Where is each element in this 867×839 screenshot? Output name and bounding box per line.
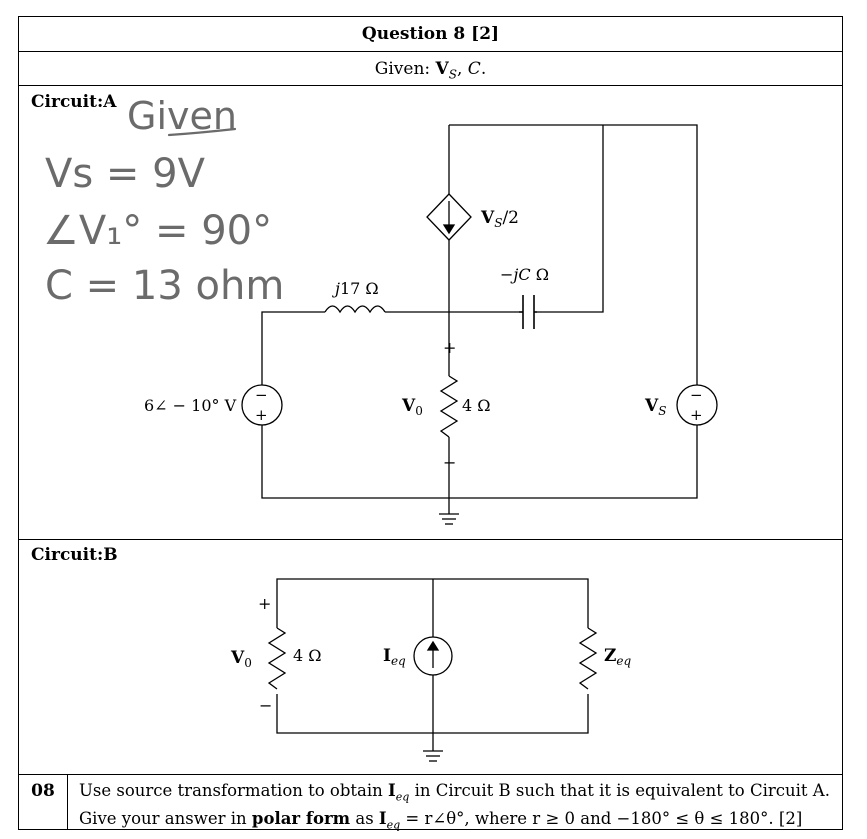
given-text: Given: VS, C. <box>374 59 487 82</box>
handwritten-vs: Vs = 9V <box>45 151 206 197</box>
vo-b-plus: + <box>258 594 271 613</box>
handwritten-angle: ∠V₁° = 90° <box>43 208 272 254</box>
circuit-b-diagram: 4 Ω + − V0 Ieq Zeq <box>230 578 632 762</box>
capacitor <box>519 295 537 329</box>
resistor-b-label: 4 Ω <box>293 646 322 665</box>
circuit-a-label: Circuit:A <box>31 92 117 112</box>
current-source <box>413 636 453 676</box>
vo-minus: − <box>443 453 456 472</box>
question-table: Question 8 [2] Given: VS, C. Circuit:A G… <box>18 16 843 832</box>
vo-plus: + <box>443 338 456 357</box>
inductor <box>324 305 386 314</box>
svg-text:−: − <box>255 386 268 404</box>
given-row: Given: VS, C. <box>19 52 842 86</box>
left-voltage-source <box>241 384 283 426</box>
zeq-label: Zeq <box>604 646 632 668</box>
vo-label: V0 <box>401 396 423 418</box>
divider <box>19 85 842 86</box>
left-source-label: 6∠ − 10° V <box>144 396 237 415</box>
right-source-label: VS <box>644 396 666 418</box>
svg-text:−: − <box>690 386 703 404</box>
capacitor-label: −jC Ω <box>500 265 549 284</box>
divider <box>67 774 68 830</box>
vo-b-minus: − <box>259 696 272 715</box>
question-line-1: Use source transformation to obtain Ieq … <box>79 781 830 804</box>
divider <box>19 51 842 52</box>
svg-text:+: + <box>690 406 703 424</box>
resistor-label: 4 Ω <box>462 396 491 415</box>
divider <box>19 774 842 775</box>
resistor <box>439 375 459 438</box>
question-number: 08 <box>31 781 55 801</box>
question-text: Use source transformation to obtain Ieq … <box>79 780 830 837</box>
divider <box>19 539 842 540</box>
ieq-label: Ieq <box>383 646 406 668</box>
svg-text:+: + <box>255 406 268 424</box>
resistor-b <box>267 627 287 690</box>
circuit-b-label: Circuit:B <box>31 545 118 565</box>
vo-b-label: V0 <box>230 648 252 670</box>
question-line-2: Give your answer in polar form as Ieq = … <box>79 809 803 832</box>
handwritten-underline <box>167 127 237 137</box>
inductor-label: j17 Ω <box>332 279 379 298</box>
question-title: Question 8 [2] <box>361 24 500 44</box>
circuit-a-diagram: Given Vs = 9V ∠V₁° = 90° C = 13 ohm <box>43 94 718 525</box>
dependent-source <box>426 193 472 256</box>
handwritten-c: C = 13 ohm <box>45 263 284 309</box>
right-voltage-source <box>676 384 718 426</box>
zeq-resistor <box>578 627 598 690</box>
dependent-source-label: VS/2 <box>480 208 519 230</box>
